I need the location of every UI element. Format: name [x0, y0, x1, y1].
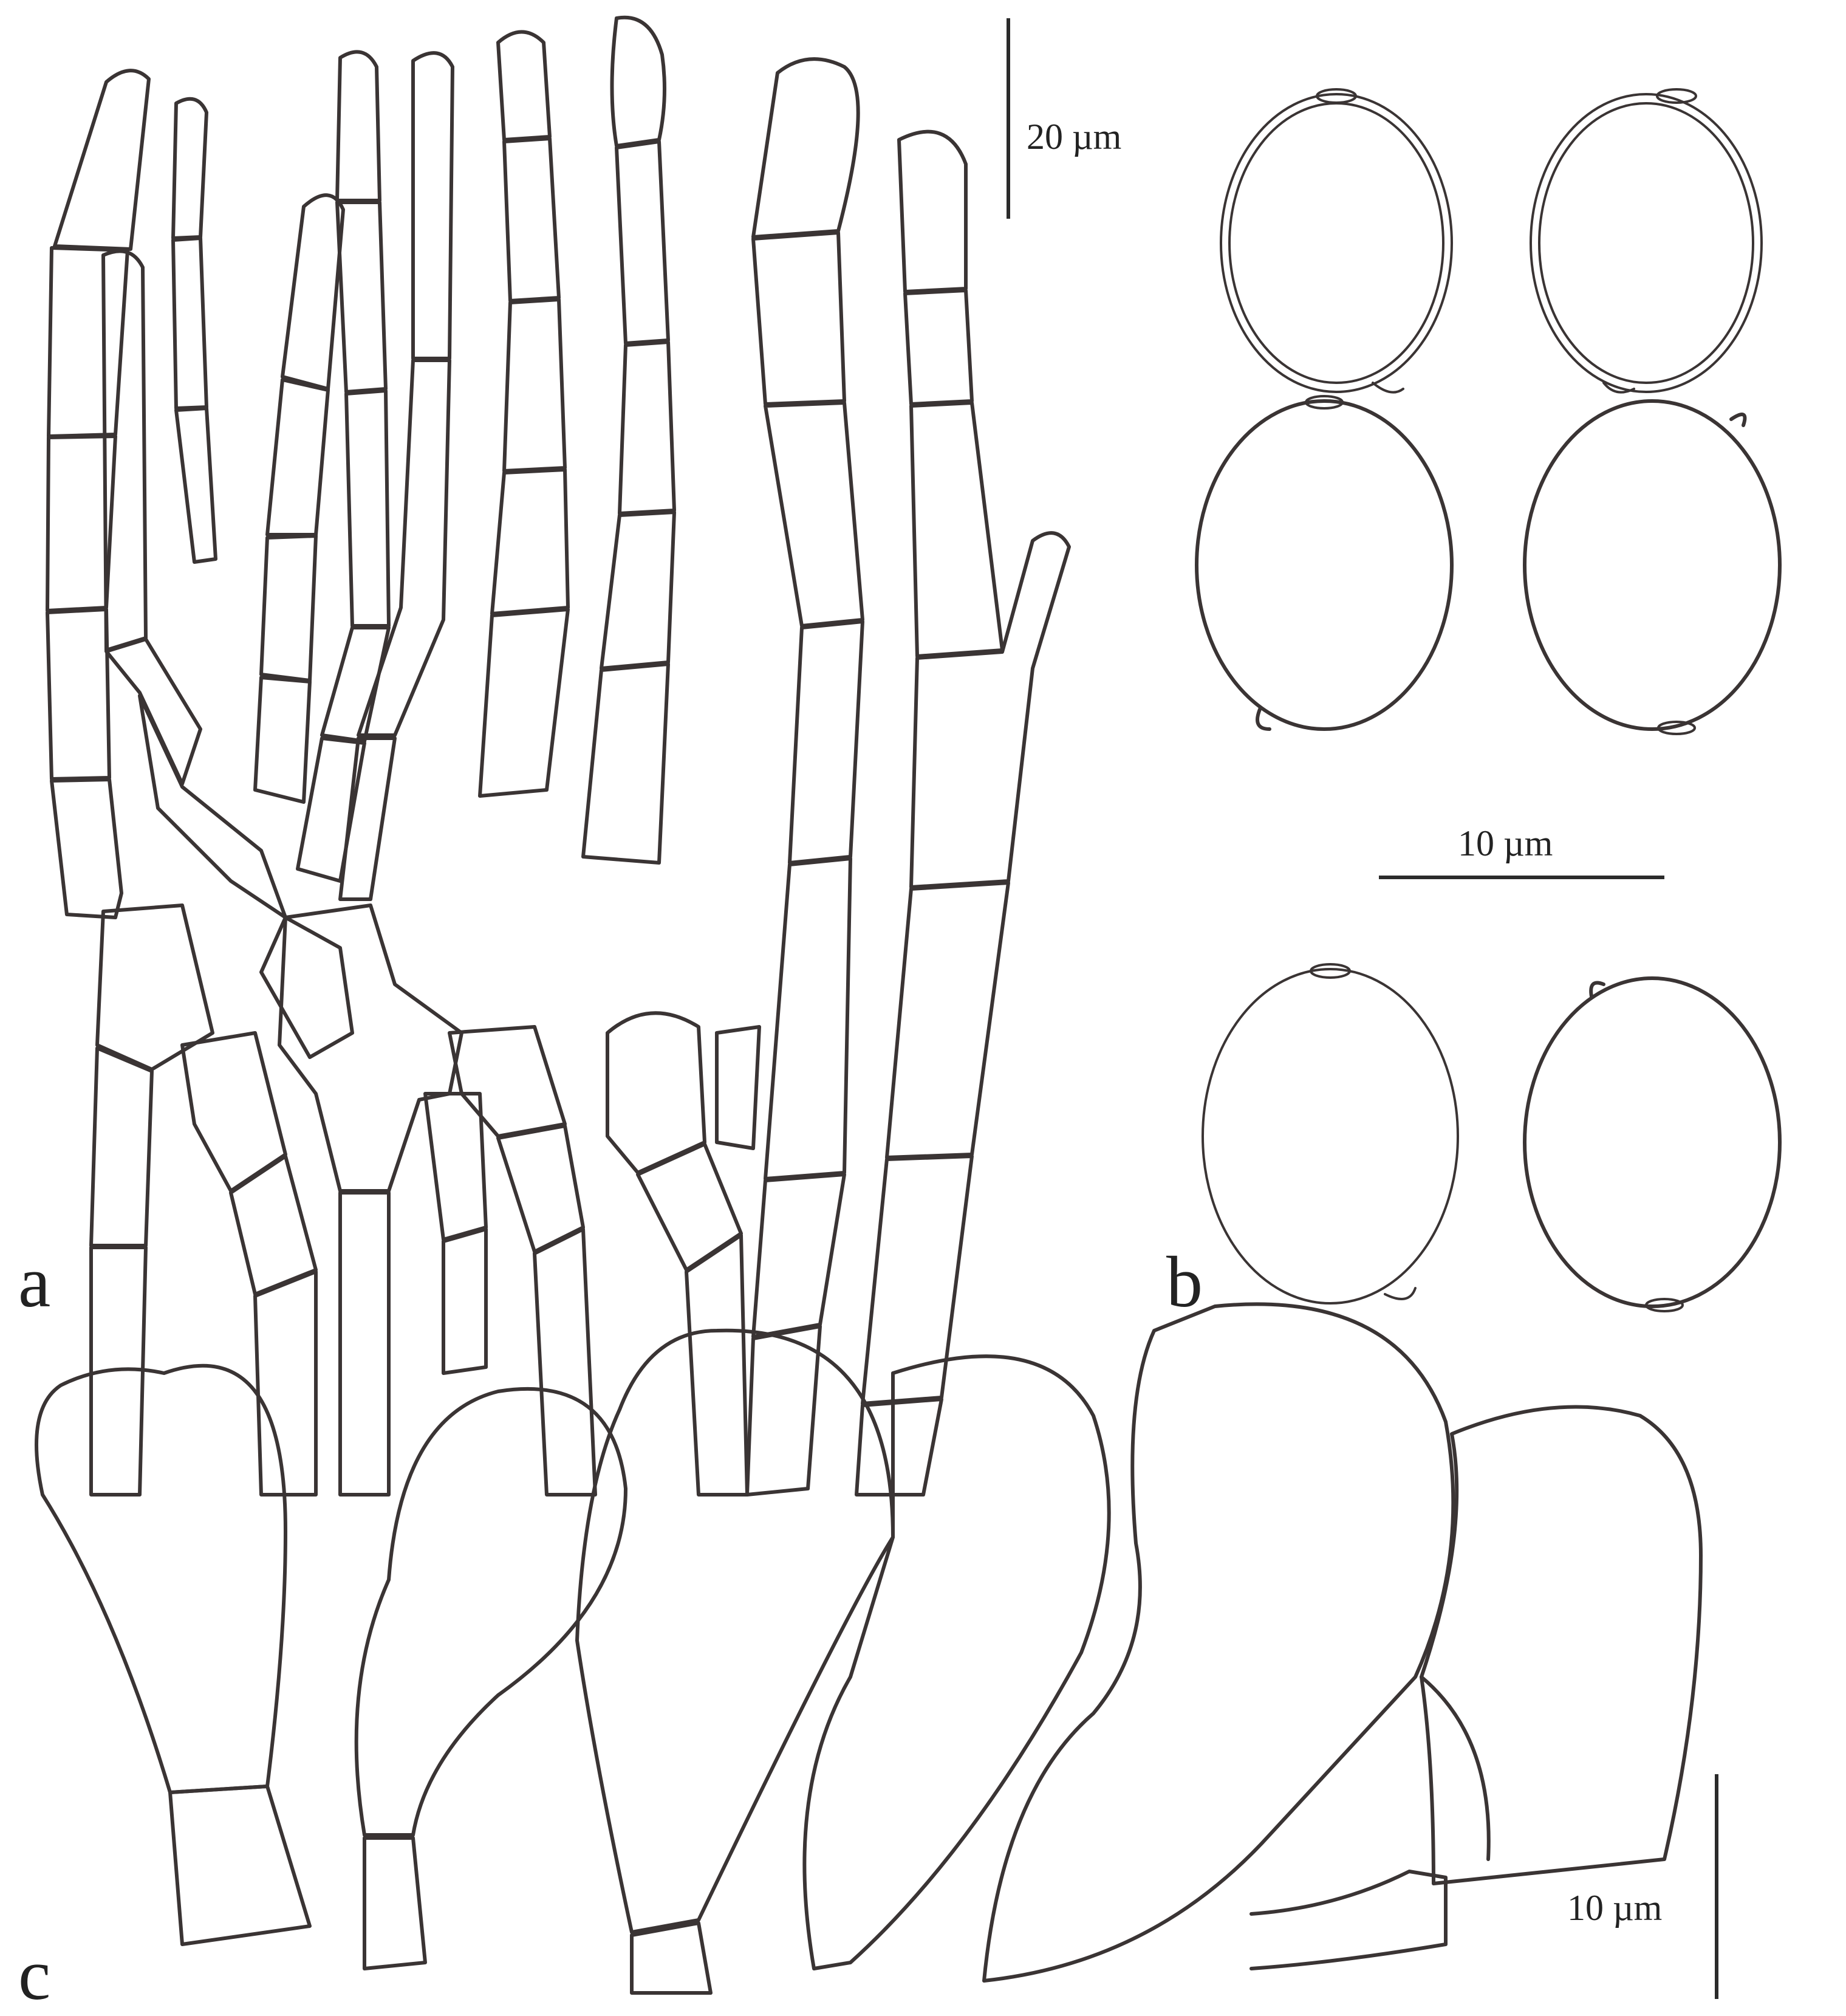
cystidium: [1249, 1405, 1703, 1970]
scale-label-c: 10 µm: [1567, 1888, 1662, 1928]
panel-a: [46, 15, 1071, 1497]
hypha-chain: [338, 51, 454, 901]
hypha-chain: [101, 249, 354, 1059]
panel-label-b: b: [1166, 1241, 1203, 1322]
hypha-chain: [581, 15, 676, 865]
scale-bar-b: 10 µm: [1379, 823, 1664, 879]
spore: [1530, 88, 1763, 394]
spore: [1202, 963, 1459, 1305]
panel-label-c: c: [18, 1934, 50, 2015]
spore: [1523, 399, 1782, 735]
hypha-chain: [171, 97, 217, 564]
cystidium: [35, 1363, 312, 1946]
scale-label-b: 10 µm: [1458, 823, 1553, 863]
spore: [1220, 88, 1453, 394]
hypha-chain: [253, 193, 345, 804]
hypha-chain: [46, 69, 151, 919]
cystidium: [802, 1354, 1111, 1970]
cystidium: [575, 1328, 895, 1995]
hypha-chain: [296, 50, 391, 883]
panel-b: [1195, 88, 1782, 1312]
spore: [1523, 976, 1782, 1312]
cystidium: [354, 1387, 627, 1970]
hypha-base: [89, 903, 761, 1497]
cystidium: [982, 1302, 1455, 1983]
hypha-chain: [478, 30, 570, 798]
panel-c: [35, 1302, 1703, 1995]
panel-label-a: a: [18, 1241, 50, 1322]
spore: [1195, 395, 1454, 731]
scale-bar-a: 20 µm: [1007, 18, 1121, 219]
scale-bar-c: 10 µm: [1567, 1774, 1718, 1999]
scale-label-a: 20 µm: [1027, 117, 1121, 157]
hypha-chain: [855, 129, 1071, 1497]
hypha-chain: [745, 57, 864, 1497]
